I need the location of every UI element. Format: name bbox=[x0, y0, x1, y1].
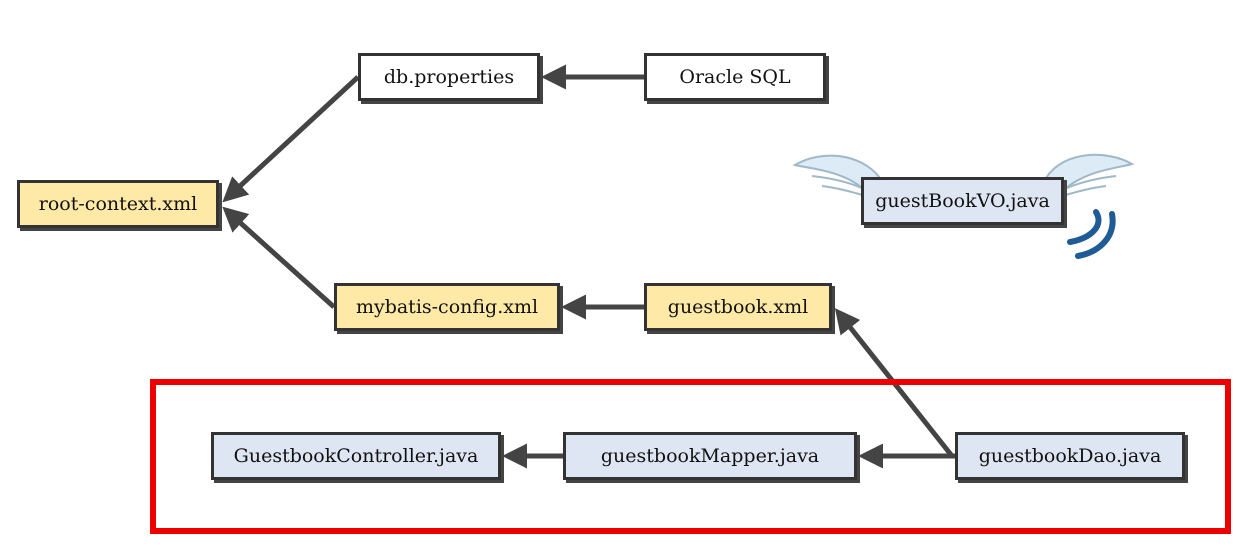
node-label: Oracle SQL bbox=[679, 66, 791, 88]
edge-db-to-root bbox=[222, 75, 360, 203]
edges bbox=[222, 64, 955, 469]
node-label: root-context.xml bbox=[38, 193, 198, 215]
node-guestbook-vo: guestBookVO.java bbox=[861, 177, 1064, 225]
node-root-context: root-context.xml bbox=[17, 180, 219, 228]
node-db-properties: db.properties bbox=[358, 53, 540, 101]
node-guestbook-xml: guestbook.xml bbox=[644, 283, 832, 331]
node-label: guestBookVO.java bbox=[875, 190, 1050, 212]
node-guestbook-mapper: guestbookMapper.java bbox=[563, 432, 857, 480]
node-label: guestbookDao.java bbox=[978, 445, 1162, 467]
node-guestbook-controller: GuestbookController.java bbox=[211, 432, 501, 480]
node-label: GuestbookController.java bbox=[233, 445, 479, 467]
node-label: db.properties bbox=[383, 66, 515, 88]
highlight-box bbox=[150, 379, 1231, 534]
node-mybatis-config: mybatis-config.xml bbox=[334, 283, 560, 331]
node-label: guestbook.xml bbox=[667, 296, 809, 318]
node-label: mybatis-config.xml bbox=[355, 296, 539, 318]
motion-lines-icon bbox=[1067, 209, 1116, 259]
edge-mybatis-to-root bbox=[222, 206, 336, 309]
node-oracle-sql: Oracle SQL bbox=[644, 53, 826, 101]
node-label: guestbookMapper.java bbox=[600, 445, 820, 467]
node-guestbook-dao: guestbookDao.java bbox=[955, 432, 1185, 480]
wings-icon bbox=[792, 153, 1135, 198]
